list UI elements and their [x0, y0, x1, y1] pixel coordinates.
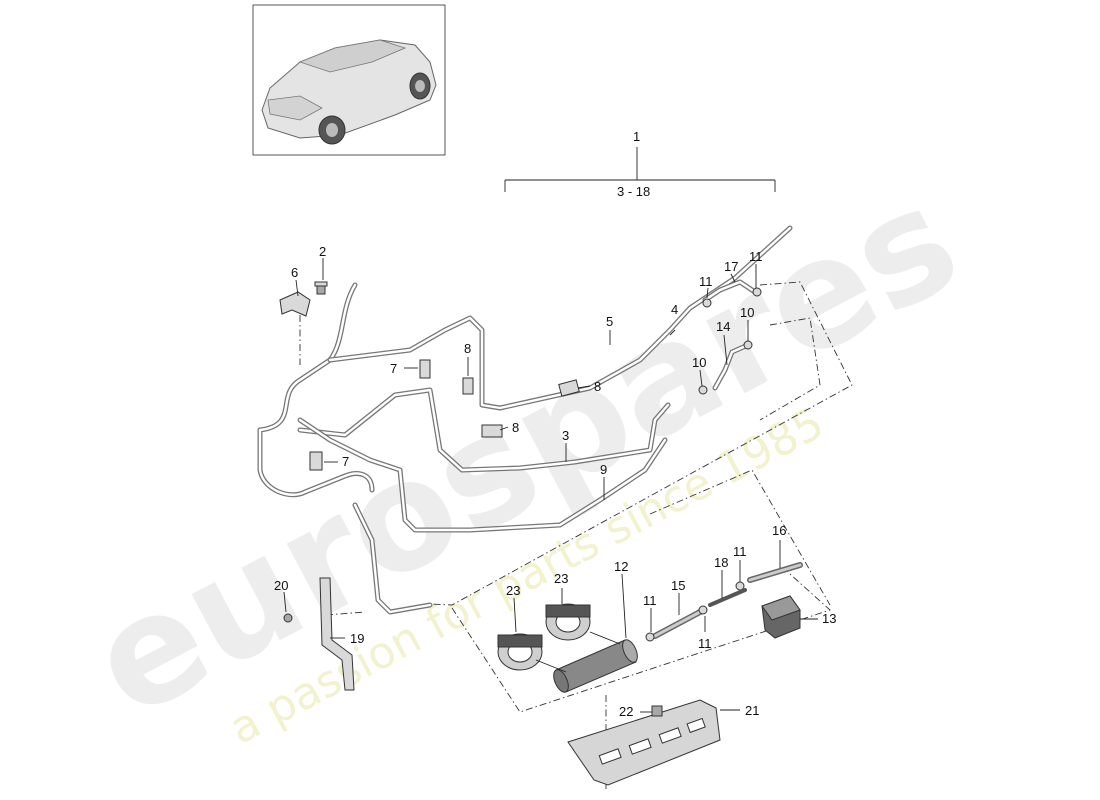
clamp-23a-icon: [497, 633, 543, 671]
label-19: 19: [350, 631, 364, 646]
label-21: 21: [745, 703, 759, 718]
clamp-23b-icon: [545, 603, 591, 641]
damper-13-icon: [761, 595, 801, 639]
label-4: 4: [671, 302, 678, 317]
callout-labels: 2 6 11 17 11 4 5 14 10 10 7 8 8 8 3 7 9 …: [274, 244, 836, 719]
label-3-18: 3 - 18: [617, 184, 650, 199]
fuel-lines: [257, 225, 793, 615]
assembly-bracket: 1 3 - 18: [504, 129, 776, 199]
hose-15-icon: [652, 609, 703, 639]
ring-11d-icon: [698, 605, 708, 615]
ring-11a-icon: [702, 298, 712, 308]
connector-18-icon: [708, 588, 747, 607]
label-11: 11: [698, 636, 712, 651]
small-parts: [279, 281, 762, 471]
ring-10a-icon: [743, 340, 753, 350]
label-17: 17: [724, 259, 738, 274]
ring-11c-icon: [645, 632, 655, 642]
label-2: 2: [319, 244, 326, 259]
label-22: 22: [619, 704, 633, 719]
bracket-19-icon: [319, 577, 355, 691]
label-3: 3: [562, 428, 569, 443]
label-10: 10: [740, 305, 754, 320]
fuel-filter-12-icon: [553, 639, 638, 693]
clip-7a-icon: [419, 359, 431, 379]
label-7: 7: [390, 361, 397, 376]
clip-7b-icon: [309, 451, 323, 471]
filter-assembly: [497, 562, 803, 693]
label-12: 12: [614, 559, 628, 574]
label-8: 8: [512, 420, 519, 435]
ring-11b-icon: [752, 287, 762, 297]
car-icon: [261, 39, 437, 145]
label-9: 9: [600, 462, 607, 477]
bracket-6-icon: [279, 291, 311, 317]
label-8: 8: [594, 379, 601, 394]
label-14: 14: [716, 319, 730, 334]
label-15: 15: [671, 578, 685, 593]
clip-8b-icon: [558, 379, 580, 397]
nut-22-icon: [651, 705, 663, 717]
label-8: 8: [464, 341, 471, 356]
ring-10b-icon: [698, 385, 708, 395]
label-11: 11: [699, 274, 713, 289]
label-20: 20: [274, 578, 288, 593]
label-13: 13: [822, 611, 836, 626]
leader-lines: [283, 258, 818, 713]
clip-8a-icon: [462, 377, 474, 395]
label-23: 23: [554, 571, 568, 586]
hose-16-icon: [747, 562, 803, 583]
vehicle-thumbnail: [252, 4, 446, 156]
label-1: 1: [633, 129, 640, 144]
bolt-20-icon: [283, 613, 293, 623]
clip-8c-icon: [481, 424, 503, 438]
label-11: 11: [643, 593, 657, 608]
label-5: 5: [606, 314, 613, 329]
label-10: 10: [692, 355, 706, 370]
label-16: 16: [772, 523, 786, 538]
label-23: 23: [506, 583, 520, 598]
label-6: 6: [291, 265, 298, 280]
label-11: 11: [733, 544, 747, 559]
label-18: 18: [714, 555, 728, 570]
shield-21-icon: [567, 699, 721, 786]
bolt-2-icon: [314, 281, 328, 295]
label-7: 7: [342, 454, 349, 469]
label-11: 11: [749, 249, 763, 264]
